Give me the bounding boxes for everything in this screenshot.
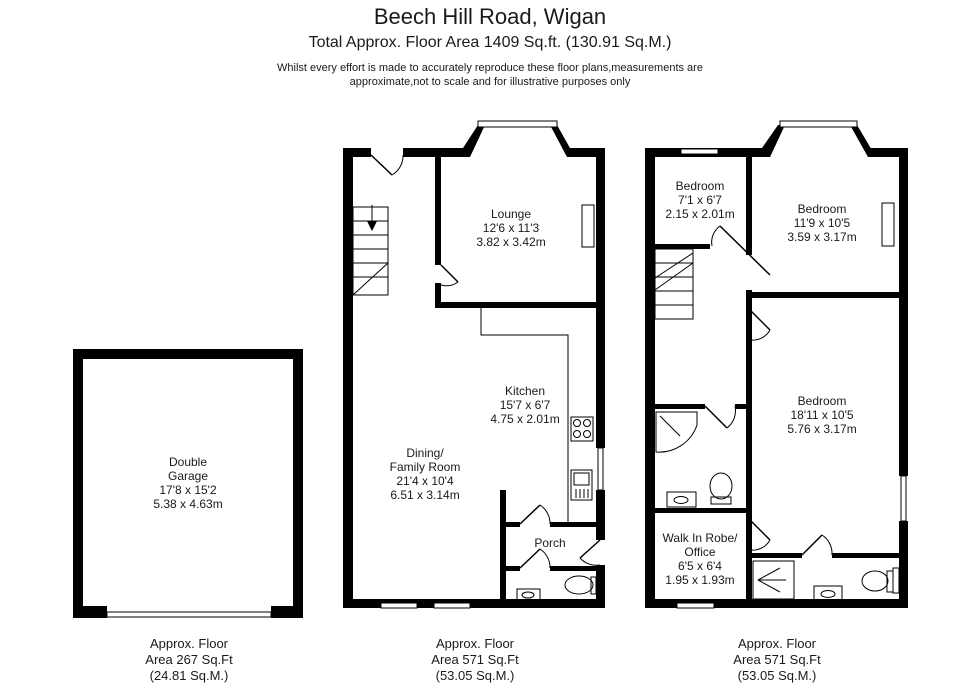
wall: [435, 283, 441, 308]
door: [704, 225, 833, 556]
staircase: [654, 248, 694, 320]
wall: [550, 566, 600, 571]
plan-title: Beech Hill Road, Wigan: [373, 4, 607, 29]
first-floor-area: Approx. Floor Area 571 Sq.Ft (53.05 Sq.M…: [733, 636, 821, 683]
wall: [596, 565, 605, 608]
bay-window: [779, 120, 858, 128]
window: [380, 602, 418, 609]
ground-floor-area: Approx. Floor Area 571 Sq.Ft (53.05 Sq.M…: [431, 636, 519, 683]
room-label-dining-family-room: Dining/ Family Room 21'4 x 10'4 6.51 x 3…: [389, 446, 461, 502]
disclaimer-line-2: approximate,not to scale and for illustr…: [349, 76, 631, 88]
room-label-bedroom-small: Bedroom 7'1 x 6'7 2.15 x 2.01m: [665, 179, 735, 221]
room-label-porch: Porch: [534, 536, 566, 550]
wall: [500, 566, 520, 571]
window: [900, 475, 907, 522]
wall: [750, 553, 802, 558]
basin-icon: [666, 491, 697, 508]
wall: [899, 148, 908, 476]
wall: [343, 148, 353, 608]
wall: [73, 349, 83, 618]
bay-wall: [550, 125, 575, 157]
garage-plan: [73, 349, 303, 618]
wall: [343, 148, 371, 157]
wall: [655, 404, 705, 409]
wall: [500, 490, 506, 608]
wall: [500, 522, 520, 527]
wall: [899, 521, 908, 608]
shower-icon: [655, 411, 698, 453]
toilet-icon: [564, 575, 597, 595]
toilet-icon: [861, 570, 894, 593]
room-label-bedroom-rear: Bedroom 18'11 x 10'5 5.76 x 3.17m: [787, 394, 857, 436]
disclaimer-line-1: Whilst every effort is made to accuratel…: [277, 62, 703, 74]
wall: [746, 292, 899, 298]
garage-door: [106, 611, 272, 618]
window: [433, 602, 471, 609]
wall: [435, 157, 441, 265]
wall: [271, 606, 303, 618]
wall: [645, 148, 655, 608]
window: [680, 148, 719, 155]
door: [370, 154, 601, 569]
garage-floor-area: Approx. Floor Area 267 Sq.Ft (24.81 Sq.M…: [145, 636, 233, 683]
room-label-walk-in-robe-office: Walk In Robe/ Office 6'5 x 6'4 1.95 x 1.…: [662, 531, 738, 587]
fireplace: [581, 204, 595, 248]
bay-wall: [850, 125, 876, 157]
wall: [655, 508, 750, 513]
toilet-icon: [709, 472, 733, 505]
room-label-double-garage: Double Garage 17'8 x 15'2 5.38 x 4.63m: [153, 455, 223, 511]
shower-icon: [752, 560, 795, 600]
wall: [435, 302, 600, 308]
wall: [735, 404, 750, 409]
bay-wall: [463, 125, 485, 157]
window: [597, 447, 604, 491]
wall: [832, 553, 899, 558]
wall: [746, 157, 752, 255]
sink-icon: [570, 469, 593, 501]
basin-icon: [516, 588, 541, 602]
wall: [567, 148, 605, 157]
disclaimer: Whilst every effort is made to accuratel…: [0, 61, 980, 89]
wall: [293, 349, 303, 618]
staircase: [352, 205, 389, 296]
room-label-kitchen: Kitchen 15'7 x 6'7 4.75 x 2.01m: [490, 384, 560, 426]
wall: [73, 606, 107, 618]
wall: [596, 490, 605, 540]
window: [676, 602, 715, 609]
wall: [403, 148, 463, 157]
basin-icon: [813, 585, 843, 602]
window: [892, 567, 900, 594]
fireplace: [881, 202, 895, 247]
kitchen-counter: [480, 308, 569, 522]
bay-window: [477, 120, 558, 128]
hob-icon: [570, 416, 594, 442]
total-floor-area: Total Approx. Floor Area 1409 Sq.ft. (13…: [308, 34, 672, 51]
first-floor-plan: [645, 120, 908, 609]
wall: [868, 148, 908, 157]
room-label-bedroom-front: Bedroom 11'9 x 10'5 3.59 x 3.17m: [787, 202, 857, 244]
wall: [746, 290, 752, 600]
bay-wall: [762, 125, 785, 157]
wall: [550, 522, 600, 527]
wall: [343, 599, 605, 608]
wall: [645, 599, 908, 608]
wall: [596, 148, 605, 448]
ground-floor-plan: [343, 120, 605, 609]
wall: [655, 244, 710, 249]
wall: [73, 349, 303, 359]
room-label-lounge: Lounge 12'6 x 11'3 3.82 x 3.42m: [476, 207, 546, 249]
